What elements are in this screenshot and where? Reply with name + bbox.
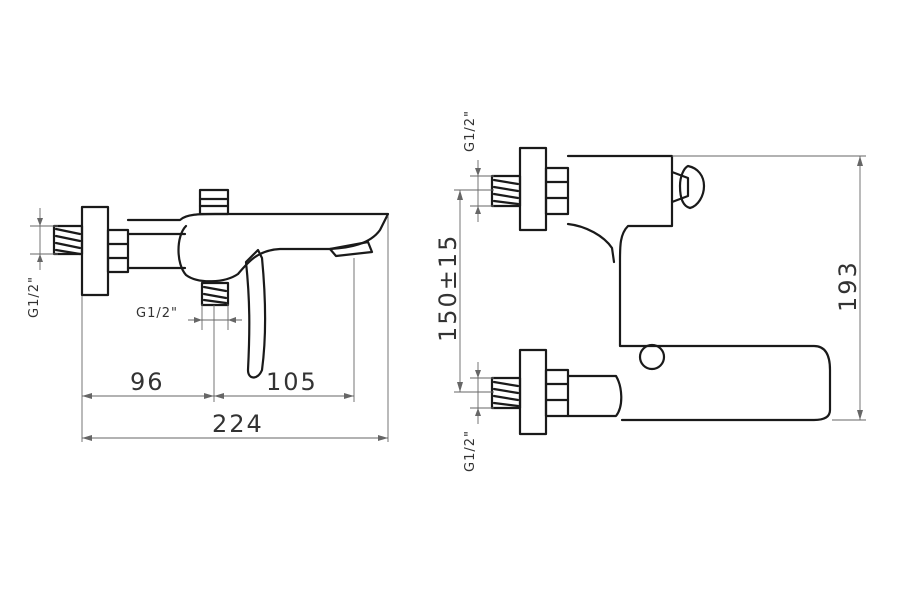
bottom-thread-dimension: G1/2": [136, 304, 242, 330]
lever-handle: [244, 248, 267, 379]
top-thread-label: G1/2": [463, 110, 478, 152]
front-body: [566, 154, 832, 422]
diverter-circle: [638, 343, 666, 371]
dimension-105: 105: [214, 258, 355, 402]
dimension-224-label: 224: [212, 410, 264, 438]
bottom-thread-label: G1/2": [136, 306, 178, 321]
dimension-224: 224: [82, 216, 389, 442]
dimension-96: 96: [81, 296, 215, 442]
left-wall-flange: [80, 205, 110, 297]
side-view: G1/2" G1/2" 96 105 224: [27, 188, 390, 442]
left-thread-label: G1/2": [27, 276, 42, 318]
front-bottom-thread-label: G1/2": [463, 430, 478, 472]
bottom-inlet: [490, 348, 570, 436]
front-diverter-knob: [670, 164, 706, 210]
dimension-105-label: 105: [266, 368, 318, 396]
dimension-193-label: 193: [834, 260, 862, 312]
side-body-connector: [126, 232, 187, 270]
spout-outlet: [328, 240, 374, 258]
dimension-150-label: 150±15: [434, 234, 462, 342]
side-body: [126, 212, 390, 283]
front-bottom-thread-dimension: G1/2": [463, 362, 494, 472]
front-view: G1/2" G1/2" 150±15 193: [434, 110, 866, 472]
bottom-connector-thread: [200, 281, 230, 307]
left-thread-dimension: G1/2": [27, 208, 58, 318]
top-inlet: [490, 146, 570, 232]
dimension-96-label: 96: [130, 368, 165, 396]
left-hex-nut: [106, 228, 130, 274]
left-connector-thread: [52, 224, 84, 256]
top-thread-dimension: G1/2": [463, 110, 494, 222]
dimension-193: 193: [672, 155, 866, 421]
diverter-knob: [198, 188, 230, 216]
dimension-150: 150±15: [434, 189, 494, 393]
bottom-arm: [566, 374, 623, 418]
